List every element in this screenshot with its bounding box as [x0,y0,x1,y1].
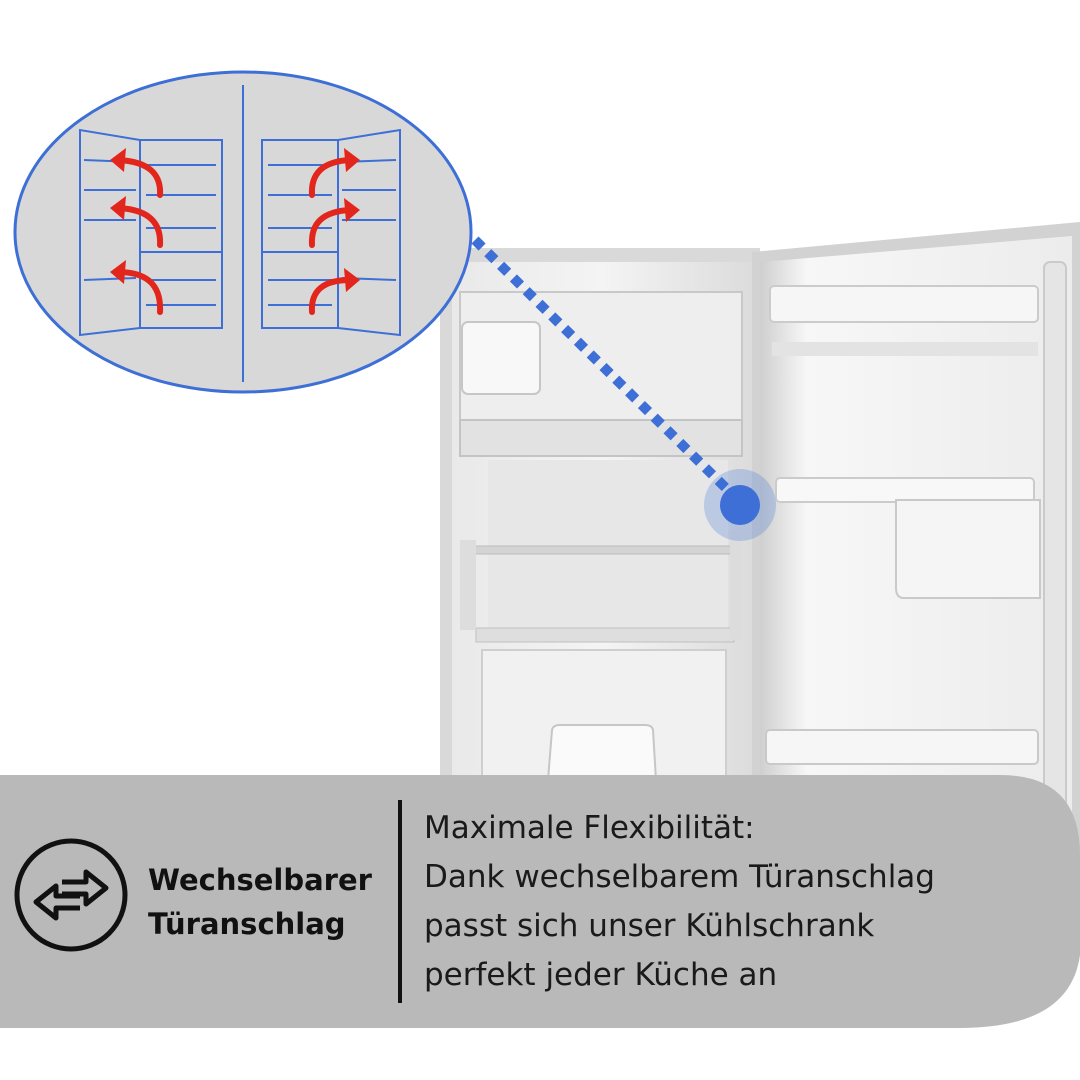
fridge-cabinet [440,248,760,848]
info-banner [0,775,1080,1028]
description-headline: Maximale Flexibilität: [424,810,755,846]
description-line1: Dank wechselbarem Türanschlag [424,859,935,895]
feature-description: Maximale Flexibilität: Dank wechselbarem… [424,804,1064,1000]
feature-title-line1: Wechselbarer [148,863,372,897]
description-line2: passt sich unser Kühlschrank [424,908,875,944]
description-line3: perfekt jeder Küche an [424,957,778,993]
left-hinge-sketch [79,128,223,337]
door-reversal-zoom-bubble [13,70,473,394]
banner-divider [398,800,402,1003]
banner-background [0,775,1080,1028]
arrow-icon [308,157,353,315]
fridge-door [752,222,1080,860]
swap-arrows-icon [14,838,128,952]
feature-title: Wechselbarer Türanschlag [148,858,388,946]
feature-title-line2: Türanschlag [148,907,346,941]
pointer-dotted-line [471,236,744,506]
arrow-icon [115,157,164,315]
